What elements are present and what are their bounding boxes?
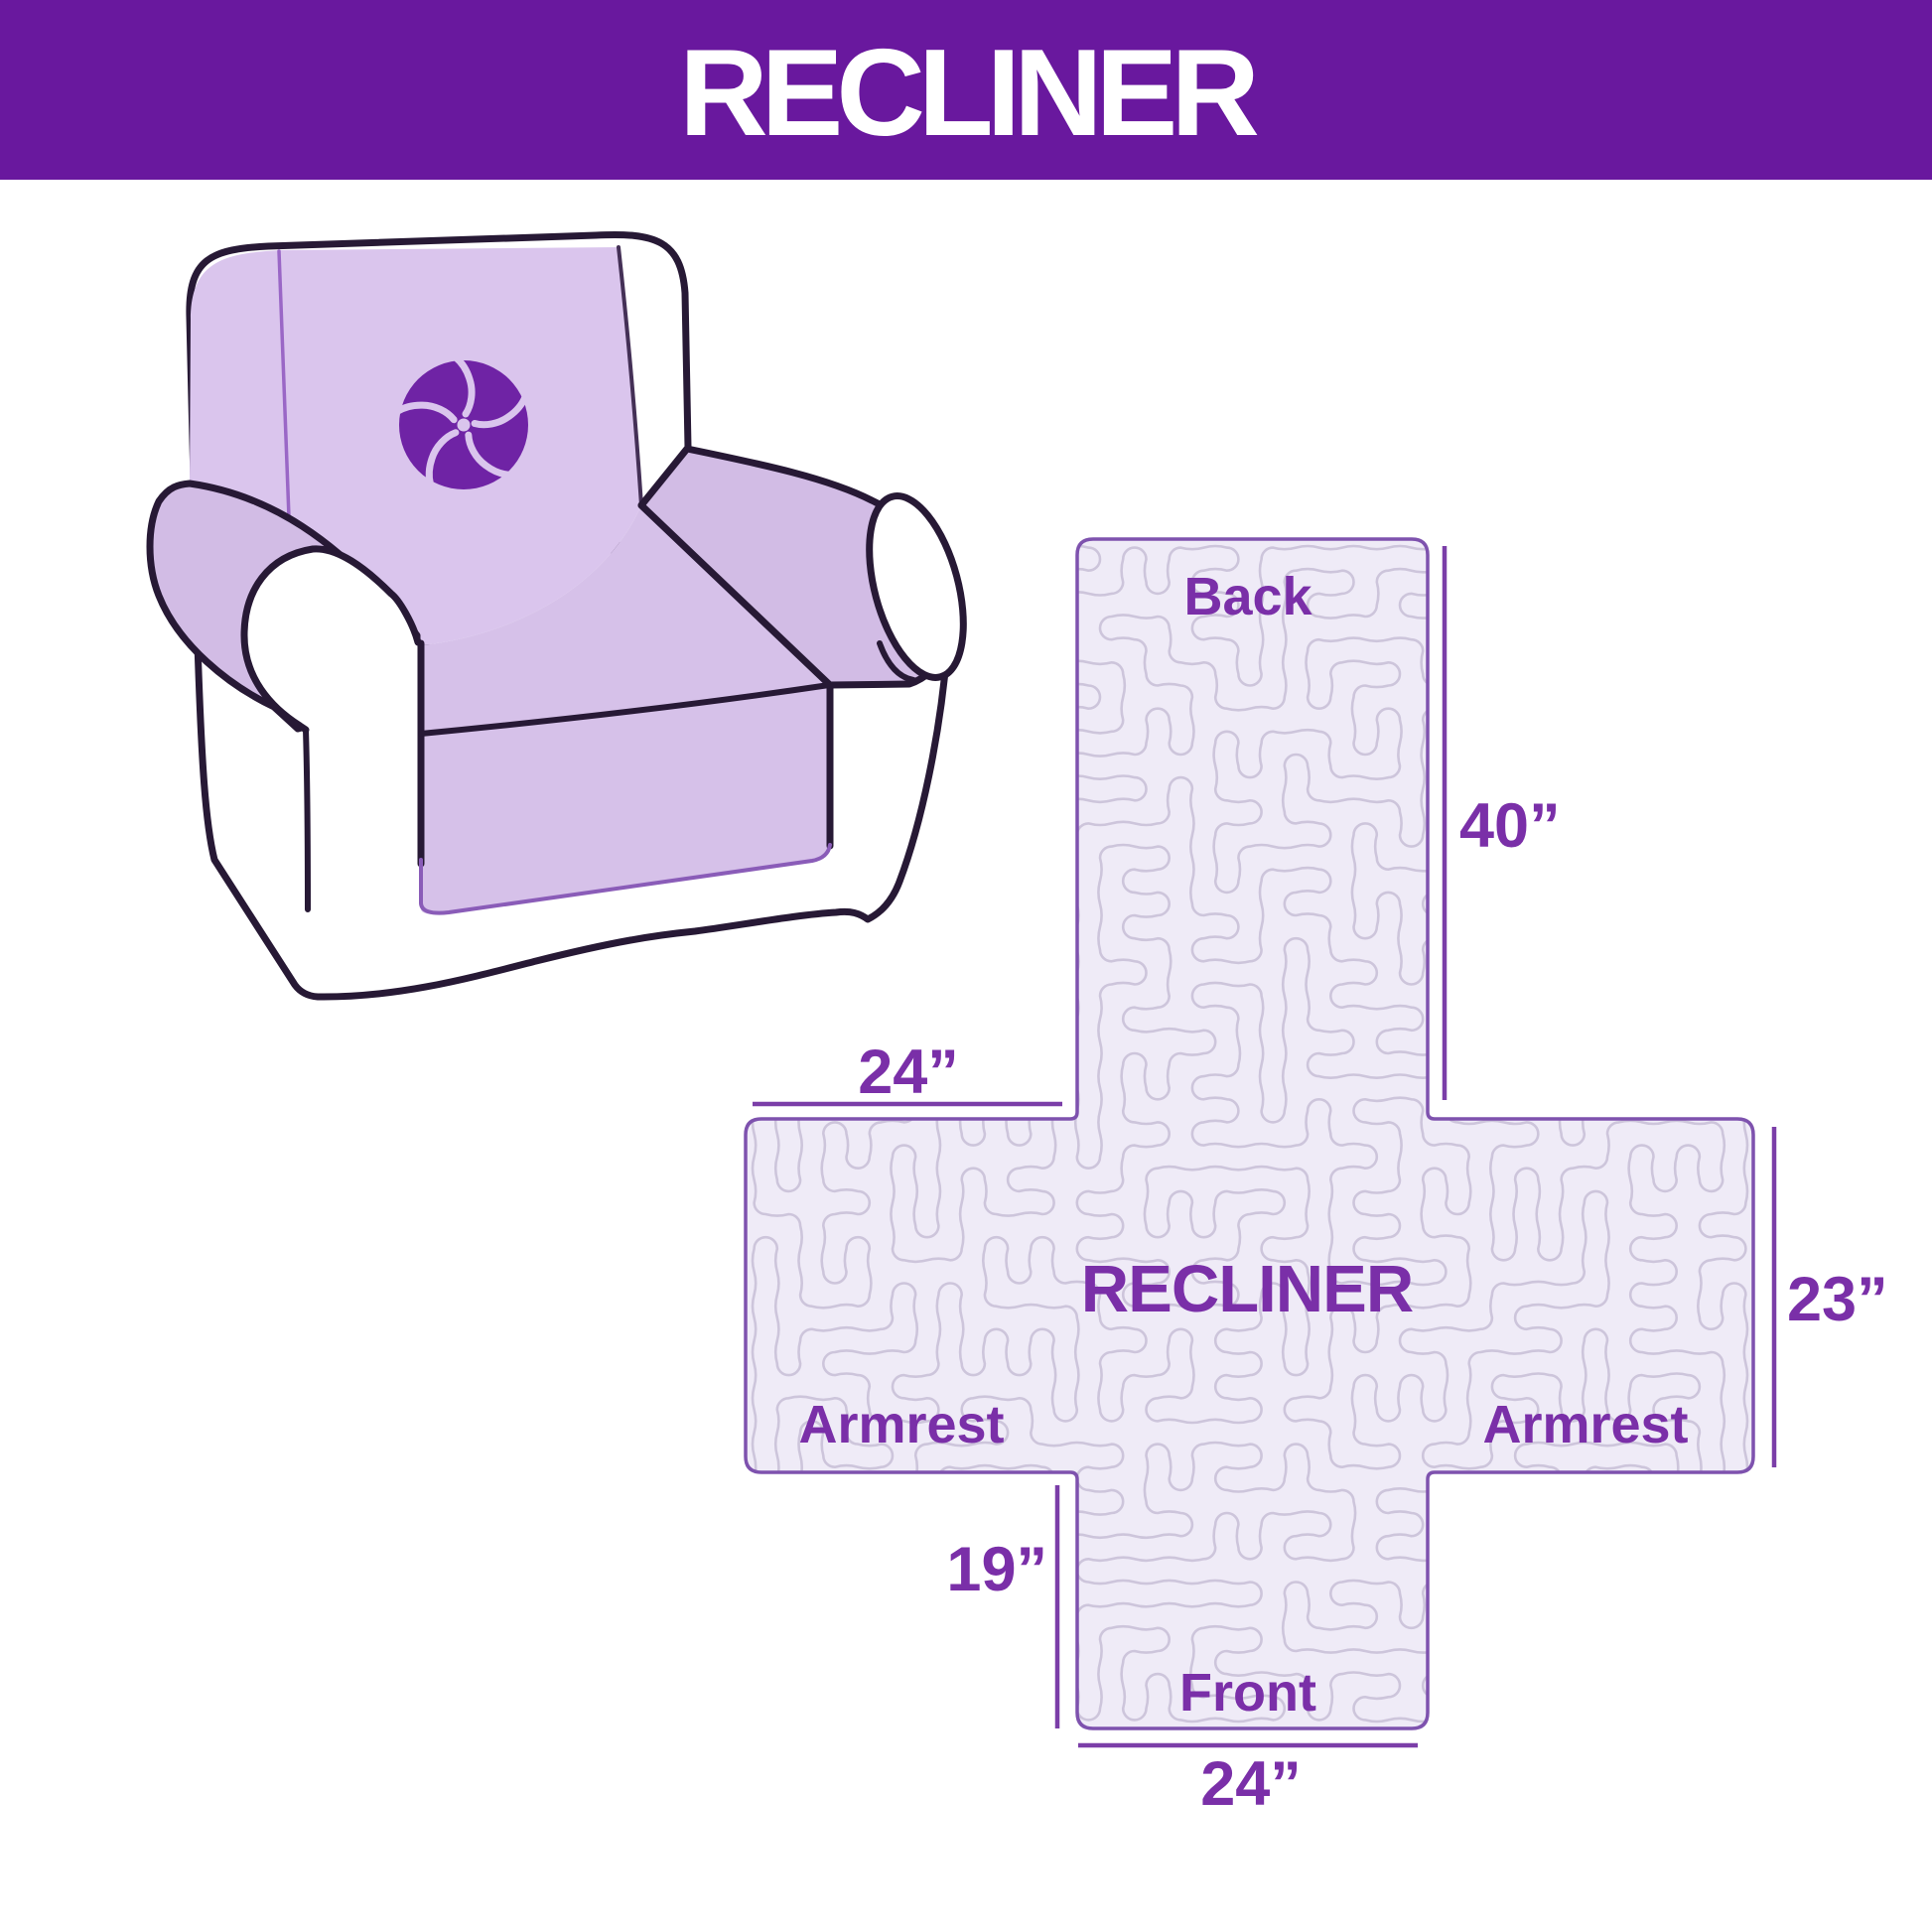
svg-text:RECLINER: RECLINER xyxy=(1081,1252,1414,1326)
svg-text:Front: Front xyxy=(1179,1663,1316,1723)
svg-text:Armrest: Armrest xyxy=(1482,1395,1688,1454)
svg-text:Armrest: Armrest xyxy=(798,1395,1004,1454)
svg-text:24”: 24” xyxy=(858,1037,959,1107)
svg-text:Back: Back xyxy=(1183,567,1312,626)
svg-text:19”: 19” xyxy=(946,1535,1047,1604)
svg-text:40”: 40” xyxy=(1459,791,1561,861)
svg-text:23”: 23” xyxy=(1787,1265,1888,1334)
svg-text:24”: 24” xyxy=(1200,1749,1302,1819)
